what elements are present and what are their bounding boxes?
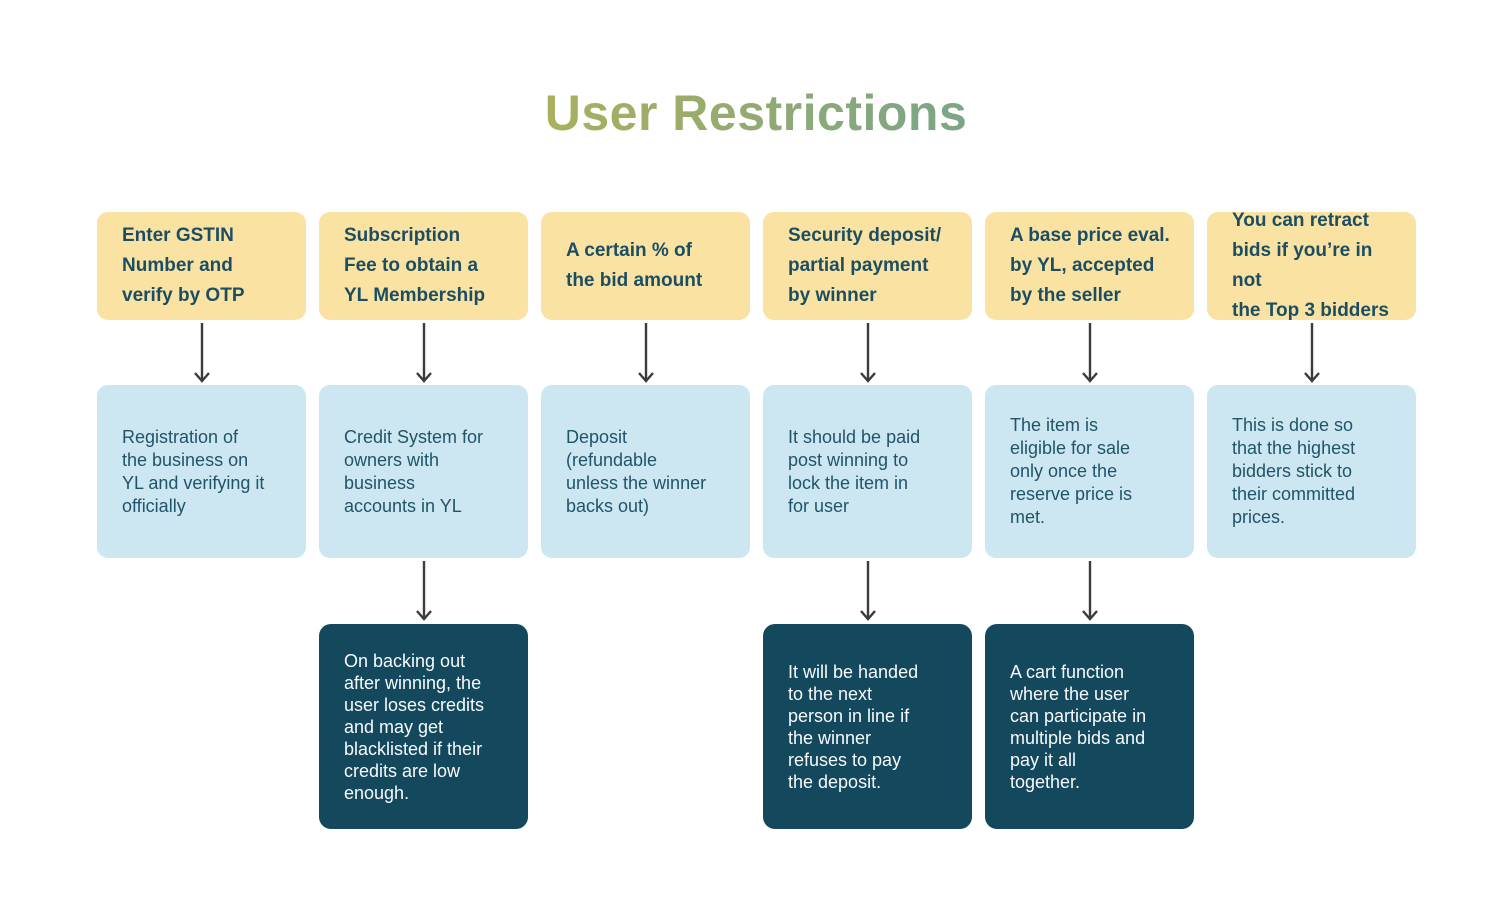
header-card-bid-percent: A certain % of the bid amount (541, 212, 750, 320)
header-card-retract-bids: You can retract bids if you’re in not th… (1207, 210, 1416, 321)
flow-column-gstin: Enter GSTIN Number and verify by OTP Reg… (97, 212, 306, 829)
flow-column-bid-percent: A certain % of the bid amount Deposit (r… (541, 212, 750, 829)
page-title: User Restrictions (0, 84, 1512, 142)
header-card-security-deposit: Security deposit/ partial payment by win… (763, 212, 972, 320)
flow-column-security-deposit: Security deposit/ partial payment by win… (763, 212, 972, 829)
flow-column-base-price: A base price eval. by YL, accepted by th… (985, 212, 1194, 829)
note-card-cart-function: A cart function where the user can parti… (985, 624, 1194, 829)
detail-card-reserve-price: The item is eligible for sale only once … (985, 385, 1194, 558)
note-card-backing-out: On backing out after winning, the user l… (319, 624, 528, 829)
arrow-down-icon (763, 558, 972, 624)
detail-card-credit-system: Credit System for owners with business a… (319, 385, 528, 558)
arrow-down-icon (97, 320, 306, 385)
header-card-subscription: Subscription Fee to obtain a YL Membersh… (319, 212, 528, 320)
arrow-down-icon (319, 320, 528, 385)
arrow-down-icon (1207, 320, 1416, 385)
detail-card-deposit: Deposit (refundable unless the winner ba… (541, 385, 750, 558)
flow-diagram: Enter GSTIN Number and verify by OTP Reg… (97, 210, 1416, 829)
detail-card-post-winning: It should be paid post winning to lock t… (763, 385, 972, 558)
flow-column-retract-bids: You can retract bids if you’re in not th… (1207, 210, 1416, 829)
arrow-down-icon (763, 320, 972, 385)
header-card-gstin: Enter GSTIN Number and verify by OTP (97, 212, 306, 320)
detail-card-committed-prices: This is done so that the highest bidders… (1207, 385, 1416, 558)
arrow-down-icon (319, 558, 528, 624)
arrow-down-icon (985, 320, 1194, 385)
flow-column-subscription: Subscription Fee to obtain a YL Membersh… (319, 212, 528, 829)
arrow-down-icon (985, 558, 1194, 624)
arrow-down-icon (541, 320, 750, 385)
note-card-next-person: It will be handed to the next person in … (763, 624, 972, 829)
detail-card-registration: Registration of the business on YL and v… (97, 385, 306, 558)
header-card-base-price: A base price eval. by YL, accepted by th… (985, 212, 1194, 320)
